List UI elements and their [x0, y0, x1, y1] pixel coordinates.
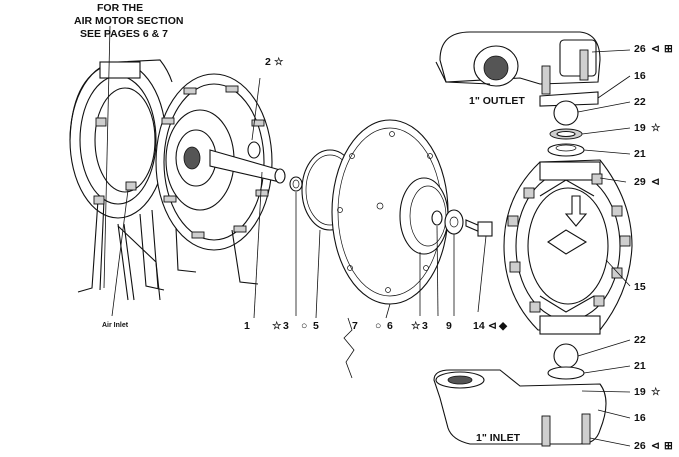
callout-14-torque: ⊲	[488, 320, 497, 332]
outlet-label: 1" OUTLET	[469, 95, 525, 107]
callout-9: 9	[446, 320, 452, 332]
part-22-ball-upper	[553, 100, 579, 126]
inlet-manifold	[433, 369, 607, 447]
callout-26b-torque: ⊲	[651, 440, 660, 452]
callout-2-symbol: ☆	[274, 56, 284, 68]
part-3-washer	[289, 176, 303, 192]
callout-3a: 3	[283, 320, 289, 332]
callout-19a: 19	[634, 122, 646, 134]
callout-29-torque: ⊲	[651, 176, 660, 188]
callout-21a: 21	[634, 148, 646, 160]
part-21-seat-lower	[547, 366, 585, 380]
callout-26b: 26	[634, 440, 646, 452]
part-6-plate	[399, 177, 449, 255]
callout-6: 6	[387, 320, 393, 332]
callout-7: 7	[352, 320, 358, 332]
callout-16a: 16	[634, 70, 646, 82]
callout-3b-symbol: ☆	[411, 320, 421, 332]
fluid-cover-bolts	[507, 173, 631, 313]
callout-16b: 16	[634, 412, 646, 424]
callout-26b-grease: ⊞	[664, 440, 673, 452]
leader-lines	[103, 25, 631, 447]
part-15-fluid-cover	[503, 159, 633, 335]
air-inlet-label: Air Inlet	[102, 322, 129, 329]
callout-26a: 26	[634, 43, 646, 55]
header-line-3: SEE PAGES 6 & 7	[80, 28, 168, 40]
part-22-ball-lower	[553, 343, 579, 369]
air-motor-section	[69, 59, 286, 301]
callout-26a-torque: ⊲	[651, 43, 660, 55]
callout-5: 5	[313, 320, 319, 332]
callout-19b: 19	[634, 386, 646, 398]
part-3b-washer	[431, 210, 443, 226]
header-line-1: FOR THE	[97, 2, 143, 14]
callout-5-symbol: ○	[301, 320, 307, 332]
callout-19b-symbol: ☆	[651, 386, 661, 398]
callout-6-symbol: ○	[375, 320, 381, 332]
callout-22b: 22	[634, 334, 646, 346]
part-9-washer	[444, 209, 464, 235]
cover-studs	[161, 85, 269, 239]
callout-3b: 3	[422, 320, 428, 332]
part-21-seat-upper	[547, 143, 585, 157]
callout-26a-grease: ⊞	[664, 43, 673, 55]
callout-14-diamond: ◆	[498, 320, 508, 332]
callout-3a-symbol: ☆	[272, 320, 282, 332]
inlet-label: 1" INLET	[476, 432, 521, 444]
part-16-clamp-upper	[539, 91, 599, 107]
callout-19a-symbol: ☆	[651, 122, 661, 134]
callout-1: 1	[244, 320, 250, 332]
header-line-2: AIR MOTOR SECTION	[74, 15, 183, 27]
outlet-manifold	[435, 31, 601, 95]
callout-21b: 21	[634, 360, 646, 372]
callout-2: 2	[265, 56, 271, 68]
callout-15: 15	[634, 281, 646, 293]
part-14-bolt	[465, 219, 493, 237]
callout-29: 29	[634, 176, 646, 188]
callout-14: 14	[473, 320, 485, 332]
part-2-oring	[247, 141, 261, 159]
callout-22a: 22	[634, 96, 646, 108]
